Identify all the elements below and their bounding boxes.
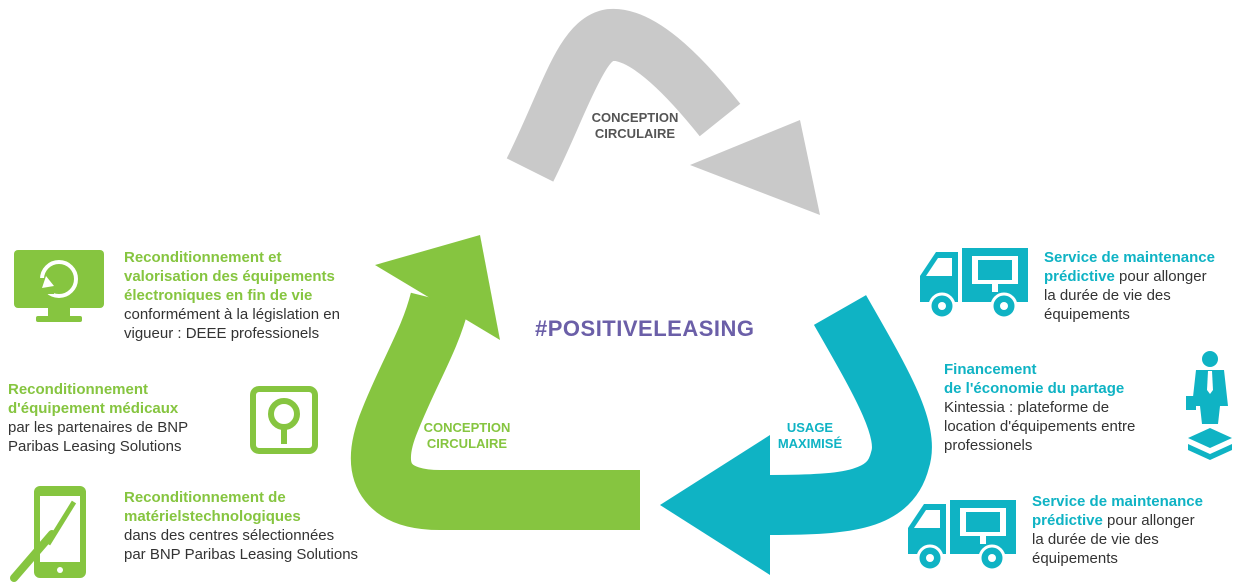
left-item-2-body-line1: par les partenaires de BNP: [8, 419, 189, 436]
right-item-1-body-line2: équipements: [1044, 306, 1130, 323]
right-item-1-highlight-line1: Service de maintenance: [1044, 249, 1215, 266]
right-item-3-body-line2: équipements: [1032, 550, 1118, 567]
right-item-1-body-line1: la durée de vie des: [1044, 287, 1171, 304]
left-item-1-body-line1: conformément à la législation en: [124, 306, 340, 323]
left-item-2: Reconditionnement d'équipement médicaux …: [8, 380, 188, 456]
right-item-3: Service de maintenance prédictive pour a…: [1032, 492, 1203, 568]
left-item-2-body-line2: Paribas Leasing Solutions: [8, 438, 182, 455]
right-item-2-body-line2: location d'équipements entre: [944, 418, 1136, 435]
green-cycle-arrow: [351, 235, 640, 530]
right-item-2-title-line1: Financement: [944, 361, 1037, 378]
left-item-3-body-line1: dans des centres sélectionnées: [124, 527, 335, 544]
left-item-2-title-line2: d'équipement médicaux: [8, 400, 179, 417]
right-item-1: Service de maintenance prédictive pour a…: [1044, 248, 1215, 324]
left-item-1-title-line3: électroniques en fin de vie: [124, 287, 313, 304]
right-item-1-line2-rest: pour allonger: [1114, 268, 1207, 285]
maintenance-truck-icon: [920, 248, 1028, 320]
gray-arrow-label-line2: CIRCULAIRE: [594, 126, 676, 141]
gray-cycle-arrow: [506, 8, 820, 215]
left-item-1-body-line2: vigueur : DEEE professionels: [124, 325, 320, 342]
right-item-2-body-line1: Kintessia : plateforme de: [944, 399, 1110, 416]
left-item-3: Reconditionnement de matérielstechnologi…: [124, 488, 358, 564]
right-item-3-body-line1: la durée de vie des: [1032, 531, 1159, 548]
left-item-1-title-line1: Reconditionnement et: [124, 249, 282, 266]
teal-arrow-label-line2: MAXIMISÉ: [777, 436, 843, 451]
left-item-3-title-line2: matérielstechnologiques: [124, 508, 301, 525]
gray-arrow-label-line1: CONCEPTION: [591, 110, 679, 125]
maintenance-truck-icon: [908, 500, 1016, 572]
teal-arrow-label: USAGE MAXIMISÉ: [760, 420, 860, 452]
left-item-3-body-line2: par BNP Paribas Leasing Solutions: [124, 546, 359, 563]
right-item-3-highlight-line2: prédictive: [1032, 512, 1103, 529]
green-arrow-label-line1: CONCEPTION: [423, 420, 511, 435]
refresh-monitor-icon: [14, 250, 104, 322]
right-item-2-body-line3: professionels: [944, 437, 1033, 454]
sharing-person-icon: [1186, 351, 1232, 460]
teal-cycle-arrow: [660, 295, 932, 575]
left-item-1: Reconditionnement et valorisation des éq…: [124, 248, 340, 343]
left-item-3-title-line1: Reconditionnement de: [124, 489, 286, 506]
green-arrow-label: CONCEPTION CIRCULAIRE: [412, 420, 522, 452]
green-arrow-label-line2: CIRCULAIRE: [426, 436, 508, 451]
medical-equipment-icon: [250, 386, 318, 454]
tablet-tools-icon: [10, 486, 86, 582]
right-item-2-title-line2: de l'économie du partage: [944, 380, 1125, 397]
gray-arrow-label: CONCEPTION CIRCULAIRE: [580, 110, 690, 142]
positive-leasing-hashtag: #POSITIVELEASING: [535, 316, 755, 341]
teal-arrow-label-line1: USAGE: [786, 420, 834, 435]
left-item-2-title-line1: Reconditionnement: [8, 381, 149, 398]
left-item-1-title-line2: valorisation des équipements: [124, 268, 335, 285]
right-item-1-highlight-line2: prédictive: [1044, 268, 1115, 285]
right-item-3-line2-rest: pour allonger: [1102, 512, 1195, 529]
right-item-3-highlight-line1: Service de maintenance: [1032, 493, 1203, 510]
right-item-2: Financement de l'économie du partage Kin…: [944, 360, 1135, 455]
